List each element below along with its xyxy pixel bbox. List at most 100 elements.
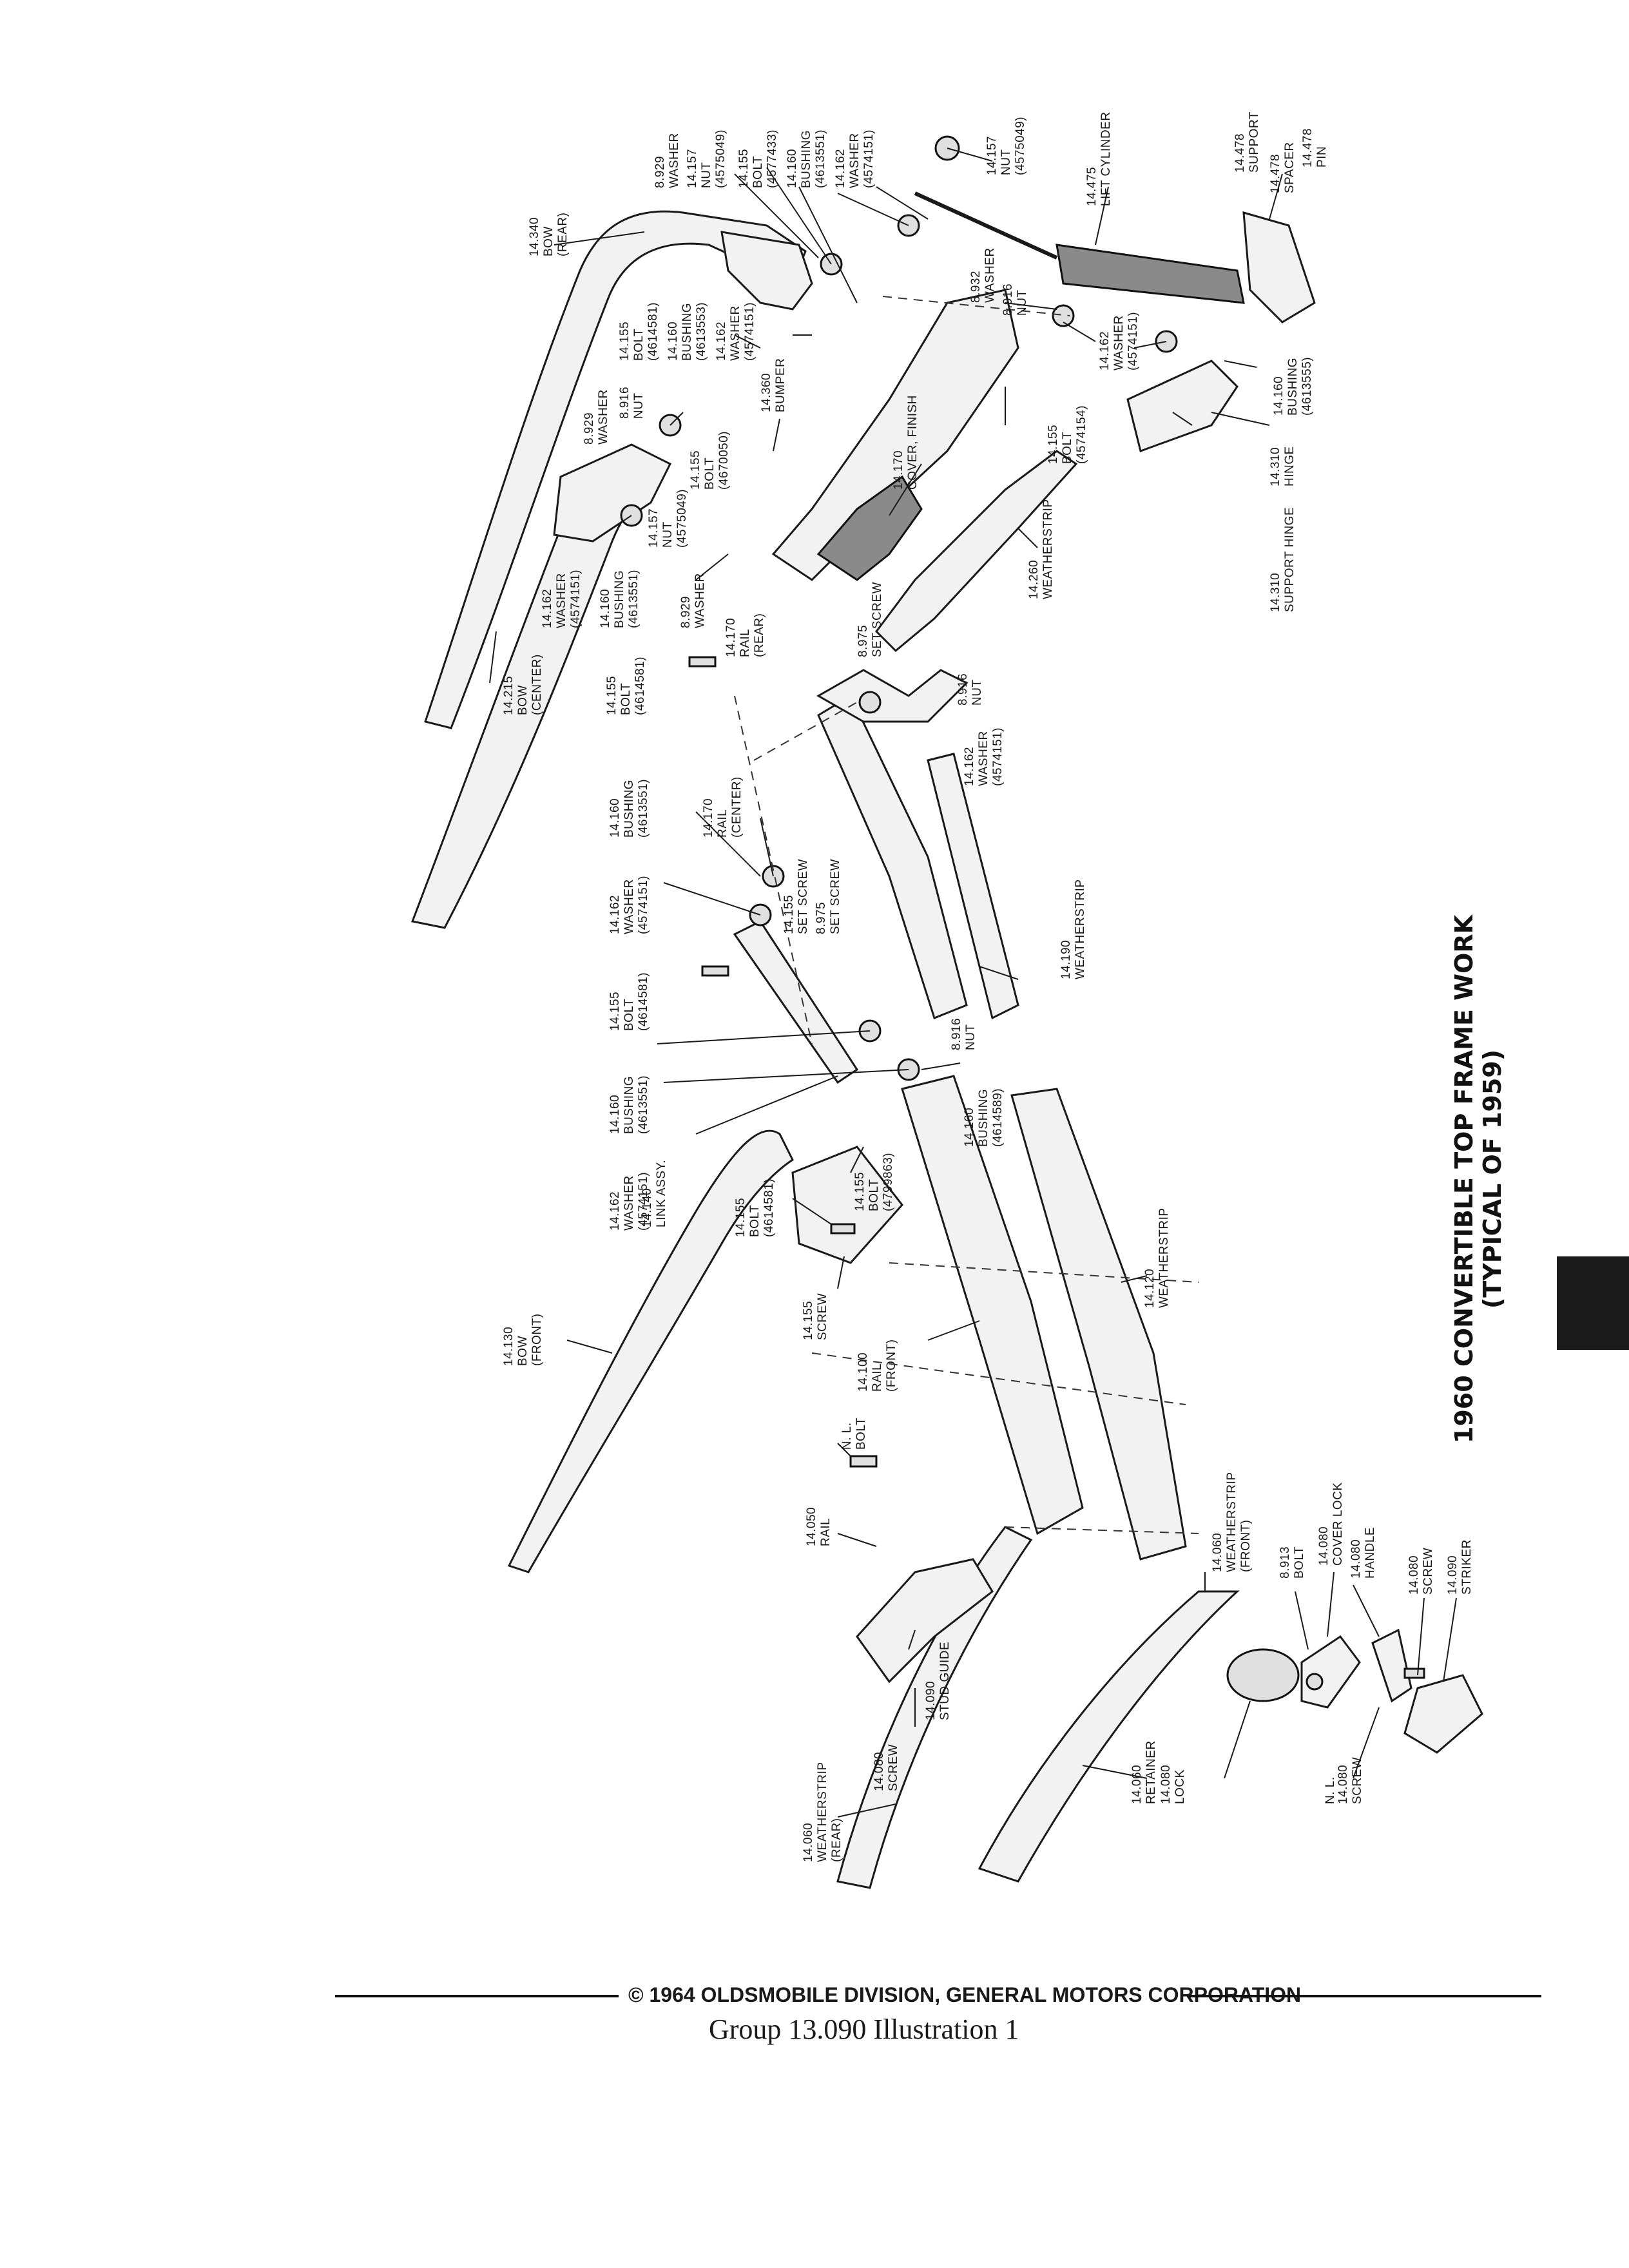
bolt-hw-1 [849, 1455, 878, 1468]
callout-weatherstrip-front: 14.060WEATHERSTRIP(FRONT) [1211, 1472, 1253, 1572]
callout-weatherstrip-14120: 14.120WEATHERSTRIP [1143, 1207, 1171, 1308]
bolt-hw-5 [1403, 1667, 1425, 1679]
callout-bushing-14160-g: 14.160BUSHING(4614589) [963, 1088, 1005, 1147]
link-assembly [733, 920, 859, 1084]
callout-set-screw-8975-a: 8.975SET SCREW [856, 582, 884, 657]
assembly-centerlines [734, 296, 1199, 1534]
washer-hw-8 [858, 691, 882, 714]
callout-link-assy: 14.140LINK ASSY. [641, 1160, 668, 1227]
center-bow-bracket [553, 443, 672, 543]
front-weatherstrip [1010, 1088, 1187, 1561]
callout-nut-8916-c: 8.916NUT [956, 673, 984, 706]
callout-weatherstrip-14260: 14.260WEATHERSTRIP [1027, 499, 1055, 599]
callout-bushing-14160-d: 14.160BUSHING(4613551) [599, 570, 641, 628]
callout-front-bow: 14.130BOW(FRONT) [502, 1313, 544, 1366]
callout-finish-cover: 14.170COVER, FINISH [892, 395, 920, 490]
lift-cylinder [1055, 244, 1245, 304]
callout-labels: 14.340BOW(REAR) 8.929WASHER 14.157NUT(45… [502, 111, 1474, 1862]
header-rail [836, 1526, 1033, 1889]
callout-nl-bolt: N. L.BOLT [840, 1418, 868, 1450]
callout-cover-lock: 14.080COVER LOCK [1317, 1482, 1345, 1566]
callout-lift-cylinder: 14.475LIFT CYLINDER [1085, 111, 1113, 206]
callout-spacer: 14.478SPACER [1269, 142, 1296, 193]
callout-bushing-14160-b: 14.160BUSHING(4613553) [666, 302, 708, 361]
callout-nut-14157-b: 14.157NUT(4575049) [985, 117, 1027, 175]
callout-rear-bow: 14.340BOW(REAR) [528, 213, 570, 256]
callout-set-screw-14155: 14.155SET SCREW [782, 859, 810, 934]
callout-nut-8916-d: 8.916NUT [950, 1018, 978, 1050]
callout-nut-14157-c: 14.157NUT(4575049) [647, 489, 689, 548]
title-line-1: 1960 CONVERTIBLE TOP FRAME WORK [1450, 914, 1478, 1443]
callout-washer-14162-d: 14.162WASHER(4574151) [541, 570, 583, 628]
bolt-hw-3 [701, 965, 729, 977]
center-weatherstrip [927, 753, 1019, 1020]
callout-bolt-14155-b: 14.155BOLT(4614581) [618, 302, 660, 361]
callout-bushing-14160-f: 14.160BUSHING(4613551) [608, 1075, 650, 1134]
lock-body [1226, 1648, 1300, 1702]
callout-bolt-14155-h: 14.155BOLT(4614581) [734, 1178, 776, 1237]
callout-screw-14155: 14.155SCREW [802, 1293, 829, 1340]
callout-support-hinge: 14.310SUPPORT HINGE [1269, 507, 1296, 612]
title-line-2: (TYPICAL OF 1959) [1478, 1050, 1507, 1309]
section-tab-marker [1557, 1256, 1629, 1350]
callout-striker: 14.090STRIKER [1446, 1539, 1474, 1595]
front-rail [901, 1075, 1084, 1535]
callout-bushing-14160-c: 14.160BUSHING(4613555) [1272, 357, 1314, 416]
callout-washer-8929-c: 8.929WASHER [679, 573, 707, 628]
footer-rule-left [335, 1995, 619, 1997]
callout-bolt-14155-d: 14.155BOLT(4574154) [1046, 405, 1088, 464]
callout-bolt-14155-a: 14.155BOLT(4577433) [737, 130, 779, 188]
callout-bumper: 14.360BUMPER [760, 358, 787, 412]
callout-weatherstrip-rear: 14.060WEATHERSTRIP(REAR) [802, 1762, 843, 1862]
leader-lines [489, 148, 1457, 1818]
callout-bushing-14160-a: 14.160BUSHING(4613551) [786, 130, 827, 188]
callout-center-rail: 14.170RAIL(CENTER) [702, 776, 744, 838]
callout-bolt-14155-g: 14.155BOLT(4799863) [853, 1153, 895, 1211]
bolt-hw-4 [688, 656, 717, 668]
callout-washer-8932: 8.932WASHER [969, 247, 997, 303]
callout-washer-14162-a: 14.162WASHER(4574151) [834, 130, 876, 188]
footer-rule-right [1187, 1995, 1541, 1997]
callout-front-rail: 14.100RAIL(FRONT) [856, 1339, 898, 1392]
copyright-notice: © 1964 OLDSMOBILE DIVISION, GENERAL MOTO… [628, 1983, 1302, 2006]
callout-handle: 14.080HANDLE [1349, 1527, 1377, 1579]
washer-hw-13 [1306, 1673, 1324, 1691]
windshield-weatherstrip [978, 1590, 1240, 1883]
callout-support: 14.478SUPPORT [1233, 111, 1261, 173]
lift-cylinder-rod [914, 191, 1058, 260]
callout-center-bow: 14.215BOW(CENTER) [502, 654, 544, 715]
callout-nut-8916-a: 8.916NUT [1001, 284, 1029, 316]
callout-lock: 14.080LOCK [1159, 1765, 1187, 1804]
callout-nut-14157-a: 14.157NUT(4575049) [686, 130, 728, 188]
callout-washer-14162-g: 14.162WASHER(4574151) [608, 1172, 650, 1231]
callout-screw-14080-c: 14.080SCREW [1336, 1757, 1364, 1804]
callout-rail-14050: 14.050RAIL [805, 1507, 833, 1546]
callout-bolt-14155-e: 14.155BOLT(4614581) [605, 657, 647, 715]
callout-pin: 14.478PIN [1301, 128, 1329, 168]
callout-set-screw-8975-b: 8.975SET SCREW [815, 859, 842, 934]
finish-cover [816, 475, 923, 581]
callout-washer-14162-f: 14.162WASHER(4574151) [608, 876, 650, 934]
link-bracket [791, 1146, 903, 1264]
callout-bushing-14160-e: 14.160BUSHING(4613551) [608, 779, 650, 838]
callout-stud-guide: 14.090STUD GUIDE [924, 1642, 952, 1720]
callout-washer-8929-b: 8.929WASHER [583, 389, 610, 445]
callout-screw-14080-a: 14.080SCREW [1407, 1548, 1435, 1595]
callout-nl: N. L. [1324, 1776, 1337, 1804]
striker [1403, 1674, 1483, 1754]
lift-cylinder-support [1242, 211, 1316, 323]
diagram-title: 1960 CONVERTIBLE TOP FRAME WORK (TYPICAL… [1450, 914, 1507, 1443]
callout-hinge: 14.310HINGE [1269, 446, 1296, 486]
front-bow [507, 1129, 794, 1573]
callout-washer-14162-c: 14.162WASHER(4574151) [1098, 312, 1140, 370]
callout-washer-14162-e: 14.162WASHER(4574151) [963, 727, 1005, 786]
cover-lock [1300, 1635, 1361, 1709]
callout-weatherstrip-14190: 14.190WEATHERSTRIP [1059, 879, 1087, 979]
callout-washer-14162-b: 14.162WASHER(4574151) [715, 302, 757, 361]
callout-screw-14080-b: 14.080SCREW [872, 1744, 900, 1791]
lock-handle [1371, 1628, 1412, 1703]
callout-bolt-14155-f: 14.155BOLT(4614581) [608, 972, 650, 1031]
illustration-caption: Group 13.090 Illustration 1 [709, 2013, 1019, 2045]
rear-bow-bracket [720, 231, 813, 311]
